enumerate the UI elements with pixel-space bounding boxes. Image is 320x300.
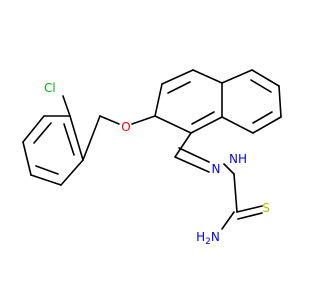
amine-label: H2N — [196, 230, 220, 247]
bond — [167, 81, 191, 94]
bond — [252, 111, 273, 124]
bond — [250, 79, 272, 93]
amine-h: H — [196, 230, 205, 244]
sulfur-label: S — [262, 201, 270, 215]
bond — [154, 115, 192, 134]
bond — [62, 95, 71, 117]
bond — [35, 165, 59, 175]
bond — [174, 132, 192, 158]
bond — [178, 147, 210, 163]
bond — [191, 111, 215, 125]
bond — [60, 159, 84, 186]
bond — [221, 211, 235, 230]
bond — [221, 116, 254, 134]
bond — [22, 141, 32, 176]
bond — [174, 156, 210, 173]
bond — [99, 115, 120, 125]
bond — [82, 115, 101, 161]
bond — [233, 173, 238, 213]
amine-n: N — [211, 230, 220, 244]
bond — [33, 122, 52, 144]
bond — [278, 85, 282, 118]
atom-labels: Cl O N NH H2N S — [44, 81, 270, 247]
bond — [63, 123, 75, 156]
bond — [236, 205, 263, 213]
molecule-structure: Cl O N NH H2N S — [22, 69, 282, 247]
amine-h-subscript: 2 — [205, 237, 211, 247]
bond — [161, 69, 194, 85]
bond — [69, 115, 84, 161]
chlorine-label: Cl — [44, 81, 56, 95]
hydrazine-nh-label: NH — [229, 152, 247, 166]
bond — [131, 115, 156, 125]
hydrazine-n2-n: N — [229, 152, 238, 166]
hydrazine-n1-label: N — [212, 162, 221, 176]
bond — [192, 69, 223, 84]
bond — [252, 116, 282, 134]
bond — [22, 115, 45, 143]
bond — [223, 163, 235, 175]
hydrazine-n2-h: H — [238, 152, 247, 166]
bonds — [22, 69, 282, 230]
bond — [30, 174, 62, 186]
bond — [251, 69, 280, 87]
bond — [221, 69, 253, 84]
bond — [237, 212, 263, 220]
oxygen-label: O — [121, 120, 130, 134]
bond — [154, 83, 163, 117]
bond — [190, 116, 223, 134]
